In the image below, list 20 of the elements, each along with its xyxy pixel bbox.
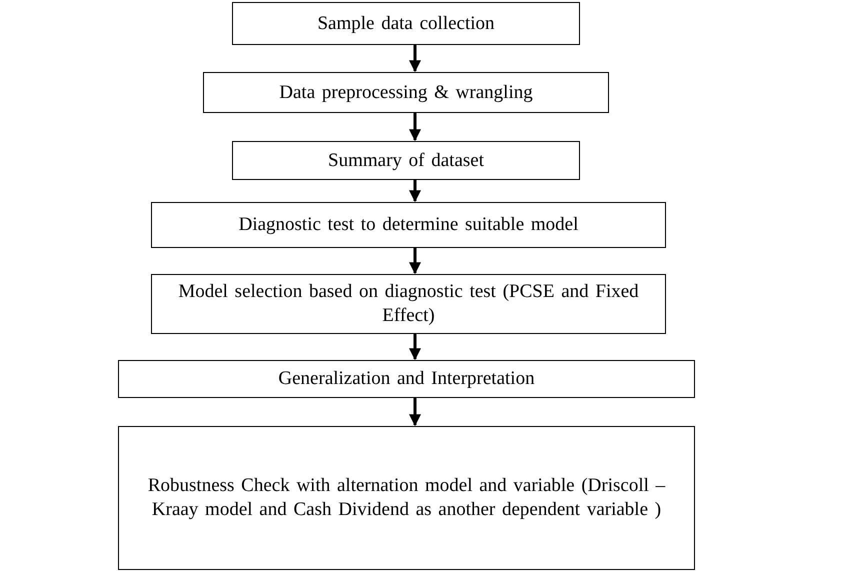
box-label: Robustness Check with alternation model and variable (Driscoll –Kraay model and Cash Dividend as another dependent variable ) (146, 474, 666, 522)
arrow (409, 45, 421, 72)
arrow (409, 180, 421, 202)
process-box (151, 202, 666, 248)
arrow (409, 334, 421, 360)
box-label: Sample data collection (317, 12, 495, 36)
process-box (232, 141, 580, 180)
process-box (151, 274, 666, 334)
process-box (118, 360, 695, 398)
box-label: Model selection based on diagnostic test (PCSE and Fixed Effect) (177, 280, 640, 328)
box-label: Data preprocessing & wrangling (279, 80, 533, 104)
process-box (232, 2, 580, 45)
box-label: Summary of dataset (328, 148, 484, 172)
box-label: Diagnostic test to determine suitable model (238, 213, 578, 237)
arrow (409, 113, 421, 142)
arrow (409, 398, 421, 426)
arrow (409, 248, 421, 274)
process-box (118, 426, 695, 570)
box-label: Generalization and Interpretation (278, 367, 535, 391)
process-box (203, 72, 609, 113)
